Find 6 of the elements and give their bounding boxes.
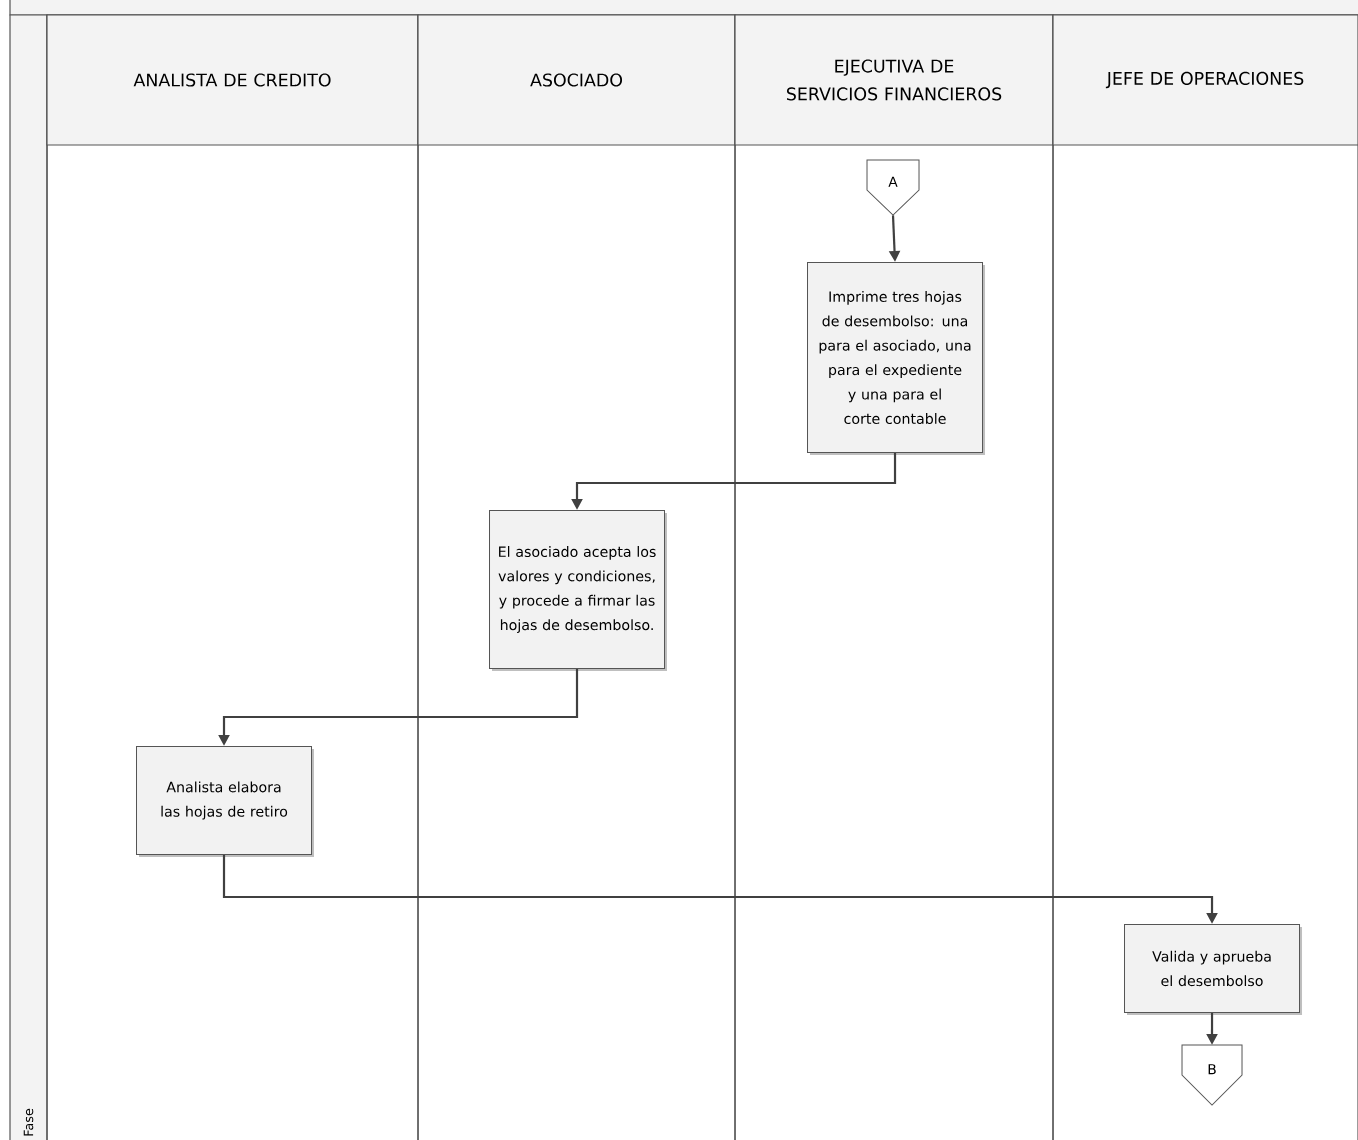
off-page-connector: A — [866, 159, 920, 216]
process-box: El asociado acepta los valores y condiciones, y procede a firmar las hojas de desembolso. — [489, 510, 667, 671]
process-box: Imprime tres hojas de desembolso: una para el asociado, una para el expediente y una para el corte contable — [807, 262, 985, 455]
process-box: Analista elabora las hojas de retiro — [136, 746, 314, 857]
process-box: Valida y aprueba el desembolso — [1124, 924, 1302, 1015]
off-page-connector: B — [1181, 1044, 1243, 1106]
